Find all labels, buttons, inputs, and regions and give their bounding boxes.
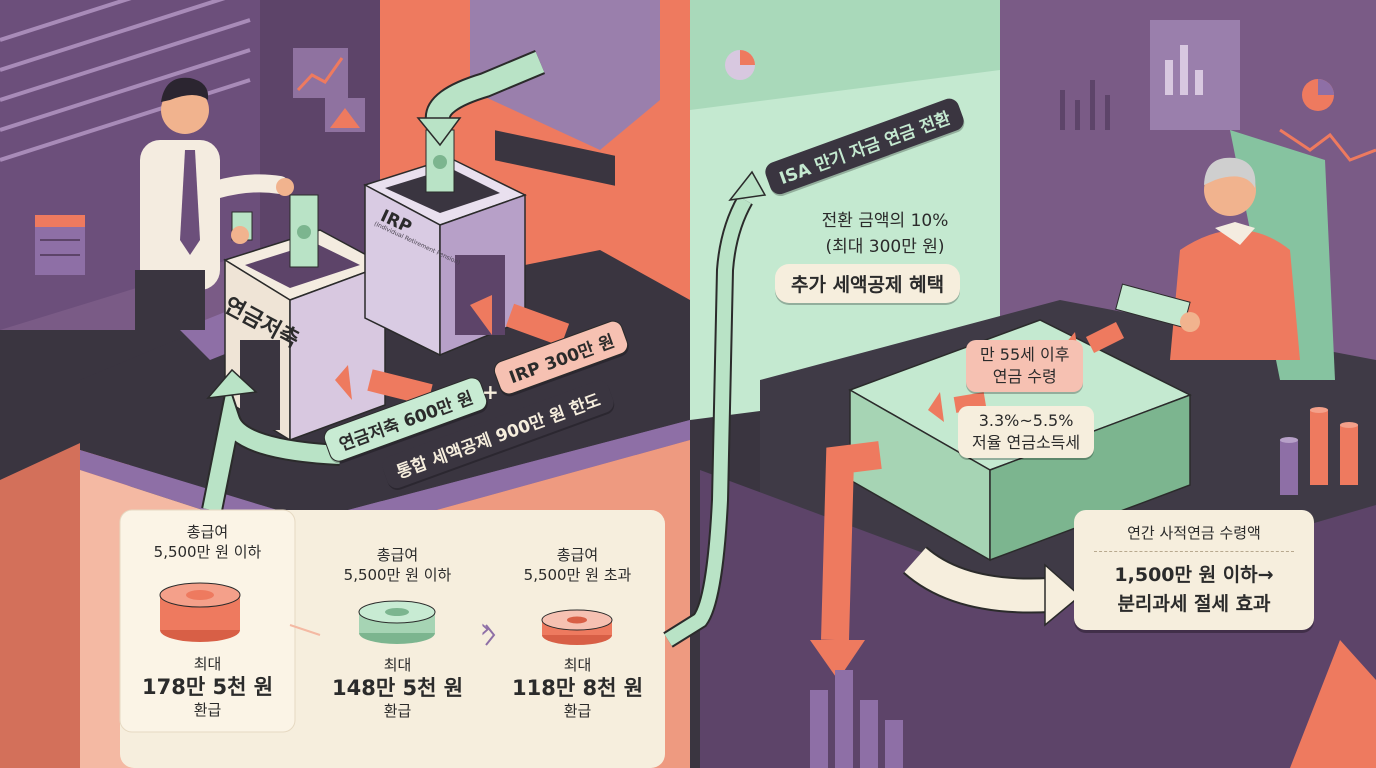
tier-3-condition-1: 총급여 [556,546,599,564]
conversion-bonus: 추가 세액공제 혜택 [775,264,961,303]
tier-2-condition-1: 총급여 [376,546,419,564]
mint-arrow-up-head [206,368,258,399]
annual-card: 연간 사적연금 수령액 1,500만 원 이하→ 분리과세 절세 효과 [1074,510,1314,630]
tier-arrow-2 [485,624,496,646]
wall-bars-right [1060,80,1110,130]
age-box: 만 55세 이후 연금 수령 [966,340,1084,392]
coral-arrow-irp-head [470,295,492,335]
age-line-2: 연금 수령 [992,367,1057,386]
tier-1: 총급여 5,500만 원 이하 최대 178만 5천 원 환급 [120,522,295,720]
conversion-line-1: 전환 금액의 10% [821,211,949,231]
annual-line-2: 분리과세 절세 효과 [1117,593,1271,615]
tier-2-prefix: 최대 [383,656,412,674]
man-figure [135,77,294,330]
cream-arrow [904,547,1051,612]
coral-arrow-tax-head [928,392,944,422]
tier-3-condition-2: 5,500만 원 초과 [523,566,632,584]
age-line-1: 만 55세 이후 [980,345,1070,364]
right-mint-wall [690,0,1000,420]
coral-bill-stack [159,582,241,642]
money-conveyor-front [989,393,1191,562]
tier-1-amount: 178만 5천 원 [141,675,274,699]
tier-arrow-1 [289,624,321,636]
cream-arrow-head [1044,563,1082,627]
wall-chart-icon [293,48,365,132]
wall-bar-chart-icon [1150,20,1240,130]
coral-arrow-age [1085,321,1125,354]
tier-chevron: › [480,614,491,644]
wall-line-chart [1279,128,1376,162]
mint-arrow-up [203,385,341,512]
floor-area-chart [1290,640,1376,768]
isa-arrow-head [728,170,767,202]
wall-pie-icon [725,50,1334,111]
coral-arrow-pension [367,369,433,406]
coral-arrow-pension-head [335,365,352,400]
slot-machine [470,0,660,150]
mint-bill-stack [358,600,436,644]
tier-2: 총급여 5,500만 원 이하 최대 148만 5천 원 환급 [310,545,485,721]
isa-arrow [664,196,752,646]
retiree-figure [1115,130,1335,380]
small-coral-bill-stack [541,609,613,645]
tier-2-suffix: 환급 [383,702,412,720]
tax-line-2: 저율 연금소득세 [972,433,1081,452]
mint-arrow-down [426,51,545,122]
tax-line-1: 3.3%~5.5% [978,411,1074,430]
coral-down-arrow [821,441,882,641]
coral-arrow-irp [505,303,570,347]
tier-1-condition-2: 5,500만 원 이하 [153,543,262,561]
irp-box [363,129,527,357]
annual-line-1: 1,500만 원 이하→ [1114,564,1274,586]
right-desk-front [700,470,1376,768]
coral-arrow-tax [953,392,987,413]
coral-down-arrow-head [810,640,865,680]
plus-sign: + [482,380,499,404]
mint-arrow-head [416,117,462,147]
conversion-line-2: (최대 300만 원) [825,237,945,257]
tier-2-condition-2: 5,500만 원 이하 [343,566,452,584]
tier-1-condition-1: 총급여 [186,523,229,541]
desk-cylinders [1280,407,1358,495]
tier-3-suffix: 환급 [563,702,592,720]
tier-3: 총급여 5,500만 원 초과 최대 118만 8천 원 환급 [490,545,665,721]
tier-3-amount: 118만 8천 원 [511,676,644,700]
calendar-icon [35,215,85,275]
slot-opening [495,130,615,186]
tier-1-suffix: 환급 [193,701,222,719]
tier-1-prefix: 최대 [193,655,222,673]
right-mint-top [690,0,1000,110]
tier-3-prefix: 최대 [563,656,592,674]
annual-title: 연간 사적연금 수령액 [1094,522,1294,552]
tier-2-amount: 148만 5천 원 [331,676,464,700]
floor-bar-chart [810,670,903,768]
tax-box: 3.3%~5.5% 저율 연금소득세 [958,406,1095,458]
pension-box [223,194,387,442]
